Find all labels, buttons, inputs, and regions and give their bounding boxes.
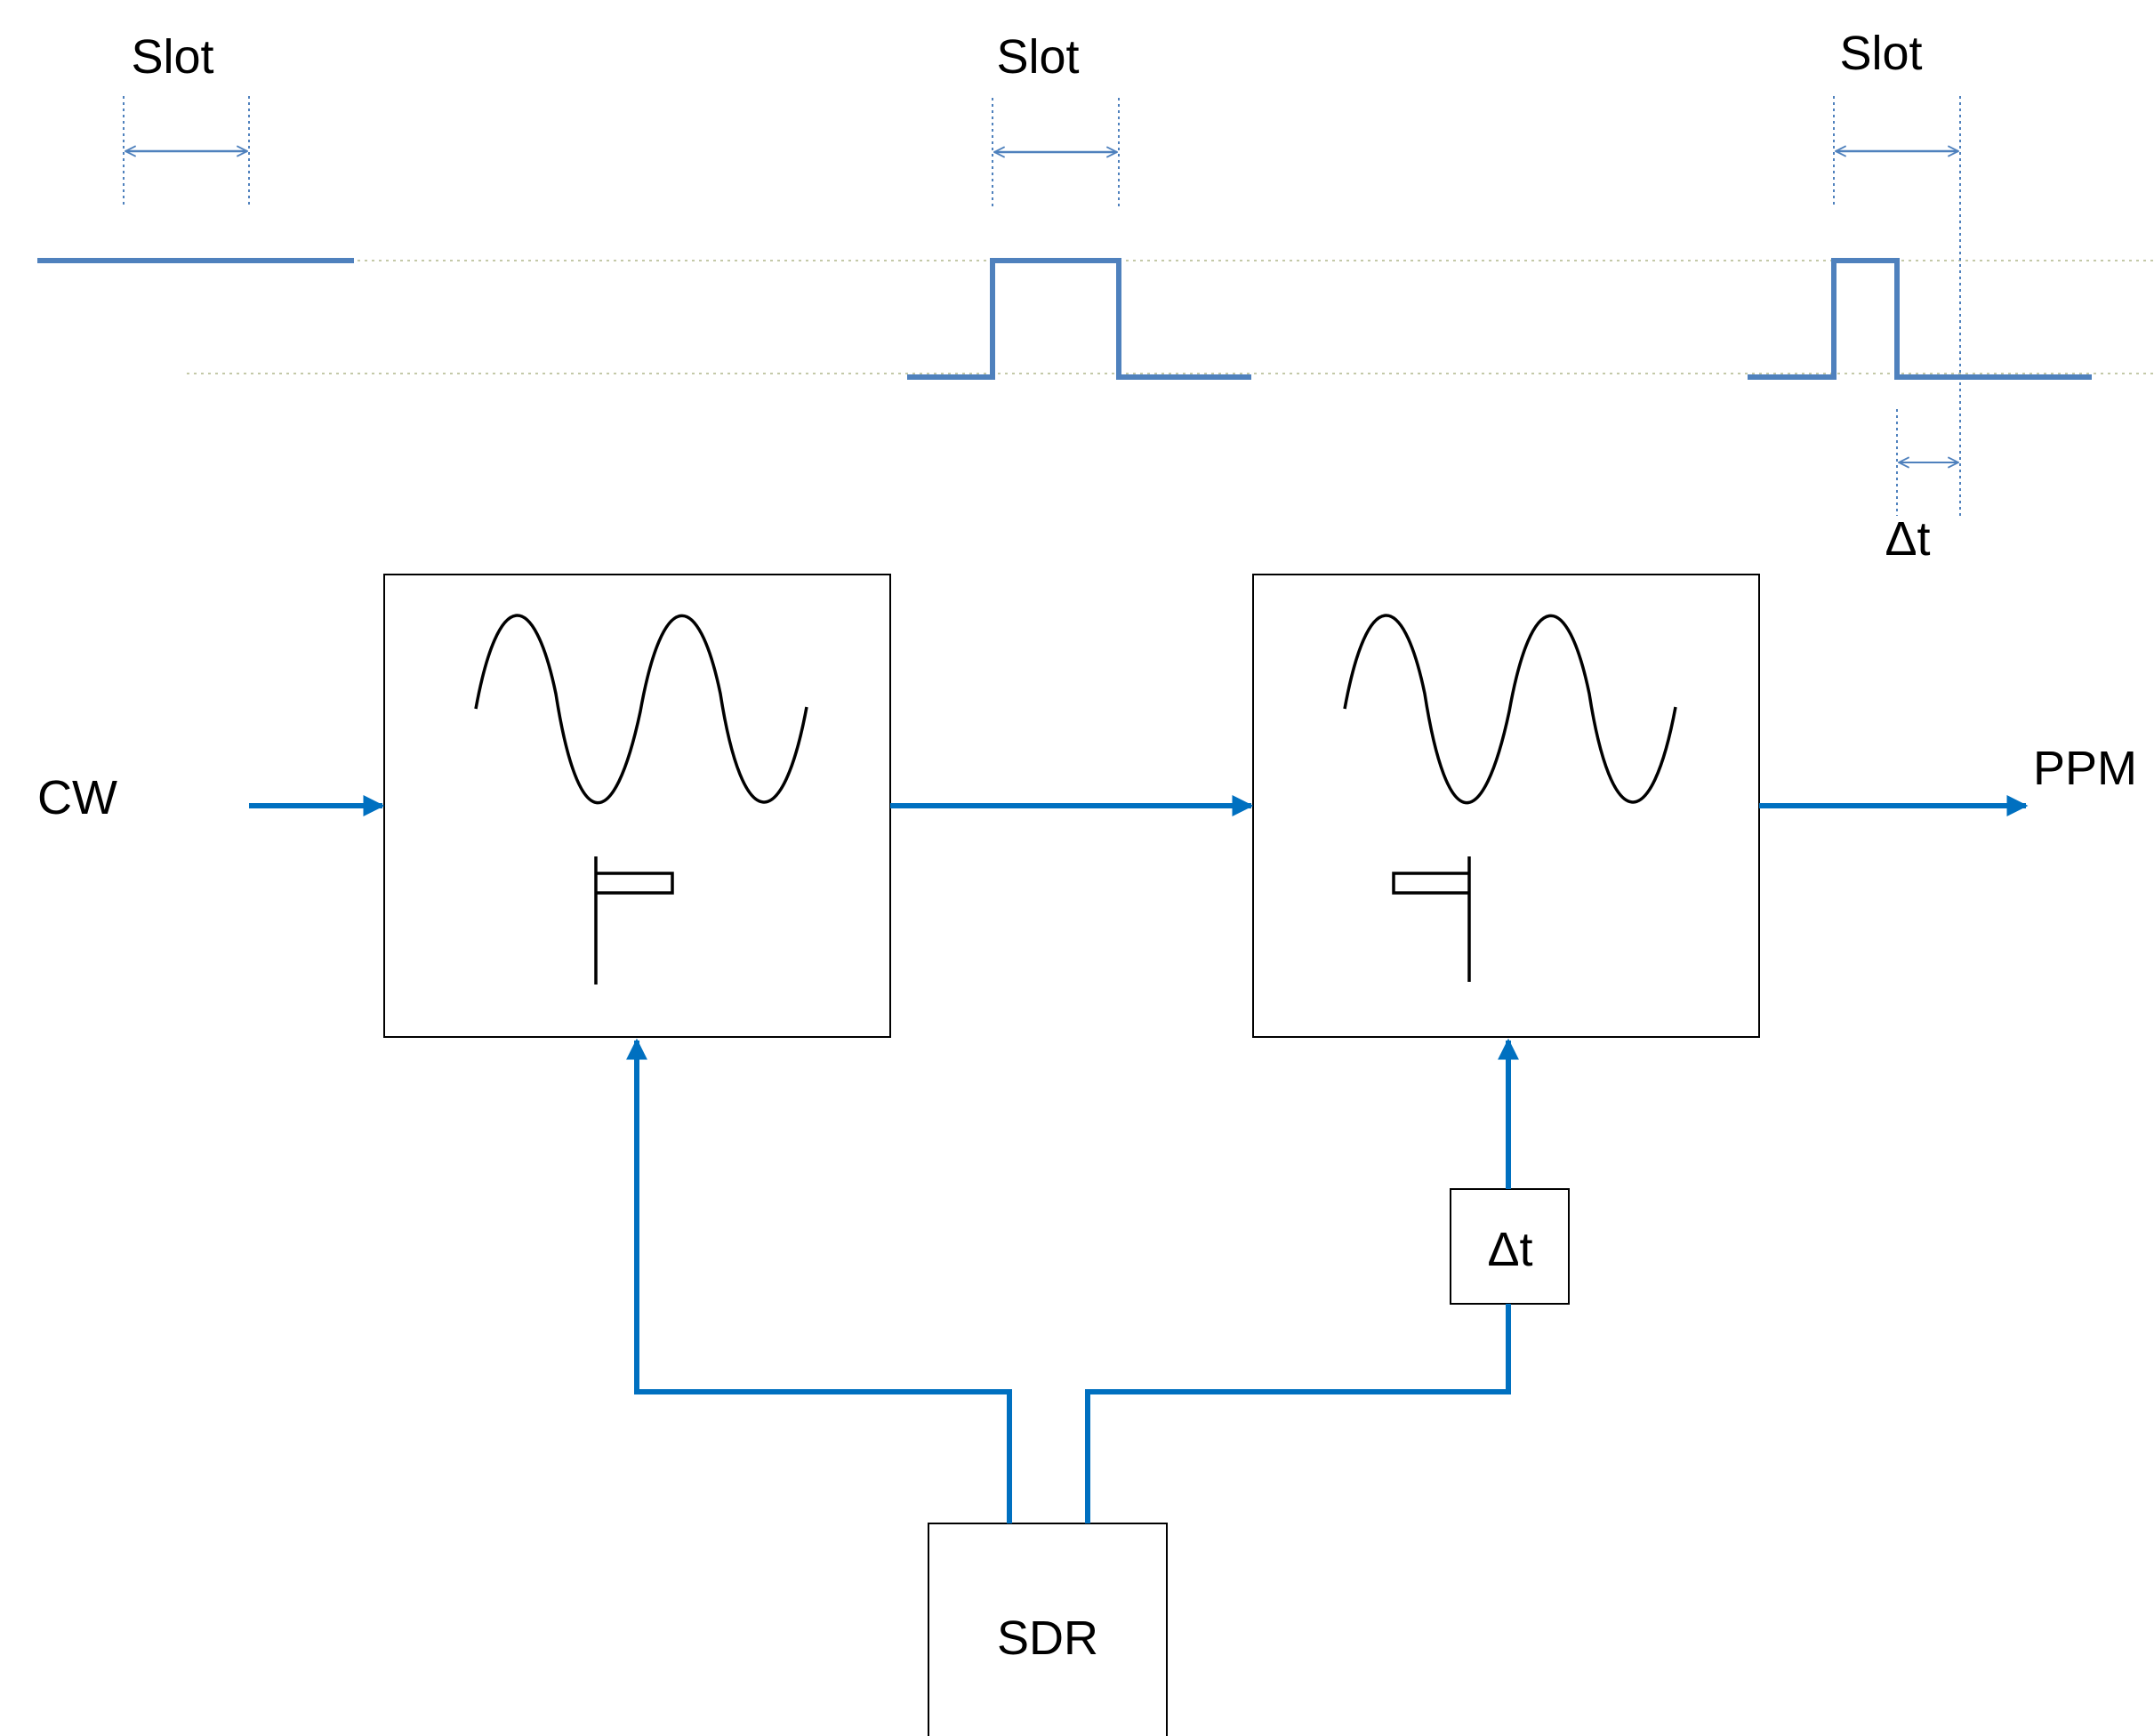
modulator-1 (383, 574, 891, 1038)
step-function-icon (594, 856, 674, 985)
delay-label: Δt (1487, 1223, 1532, 1276)
sdr-box (928, 1523, 1168, 1736)
modulator-2-box (1252, 574, 1760, 1038)
sine-wave-icon (474, 614, 808, 805)
sdr-block (928, 1523, 1168, 1736)
ppm-waveform (1748, 258, 2092, 380)
sdr-label: SDR (997, 1611, 1098, 1665)
delta-t-label: Δt (1885, 512, 1930, 566)
slot-marker-1 (123, 96, 250, 205)
modulator-2 (1252, 574, 1760, 1038)
modulator-1-box (383, 574, 891, 1038)
sdr-to-delay-line (1085, 1304, 1511, 1523)
sine-wave-icon (1343, 614, 1677, 805)
slot-label-1: Slot (131, 30, 213, 84)
delay-block (1450, 1188, 1570, 1305)
slot-label-3: Slot (1839, 27, 1922, 80)
cw-input-label: CW (37, 771, 117, 824)
slot-marker-3 (1833, 96, 1961, 516)
slot-marker-2 (992, 98, 1120, 206)
timing-diagram: Slot Slot Slot Δt (37, 27, 2154, 566)
pulse-waveform (907, 258, 1251, 380)
delta-t-marker (1896, 409, 1958, 516)
signal-paths (249, 795, 2029, 1523)
sdr-to-modulator-1-line (626, 1038, 1012, 1523)
inverted-step-function-icon (1392, 856, 1471, 982)
slot-label-2: Slot (996, 30, 1079, 84)
delay-box (1450, 1188, 1570, 1305)
ppm-output-label: PPM (2033, 742, 2137, 795)
